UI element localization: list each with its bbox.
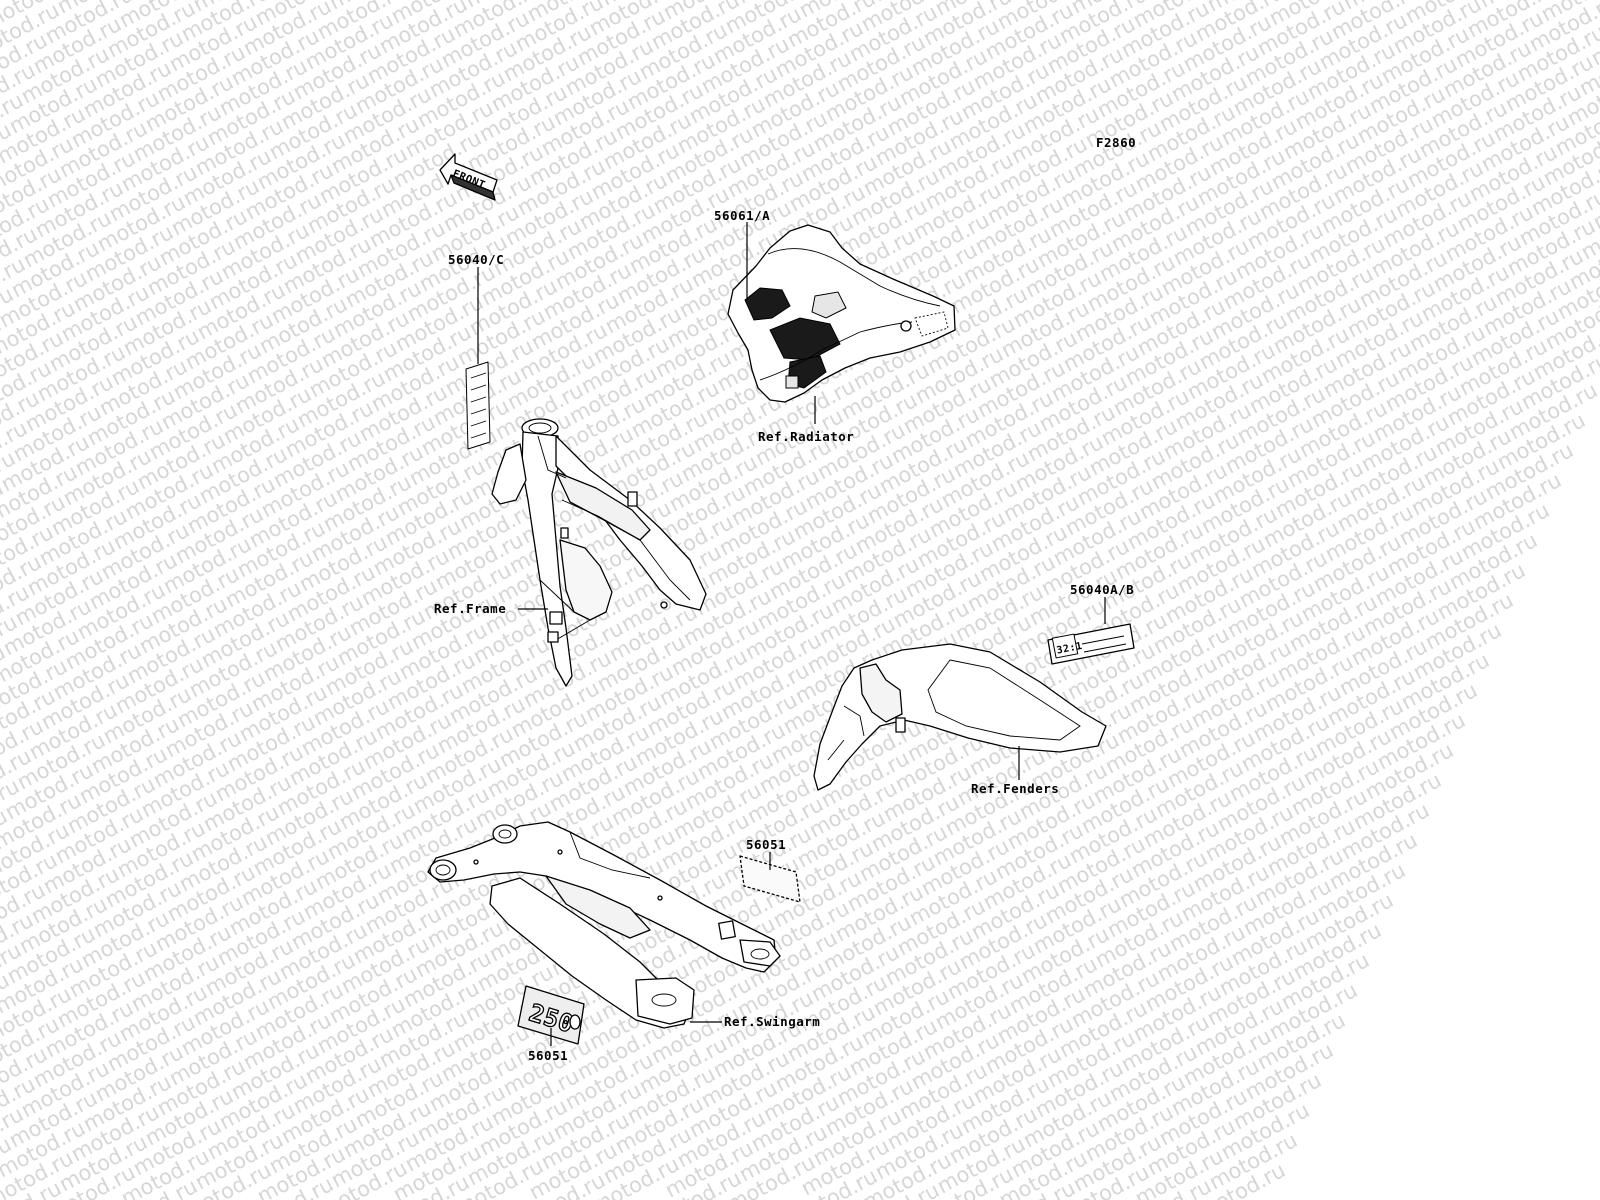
figure-code: F2860: [1096, 135, 1136, 150]
callout-56051-bottom: 56051: [528, 1048, 568, 1063]
callout-56051-top: 56051: [746, 837, 786, 852]
callout-56040AB: 56040A/B: [1070, 582, 1134, 597]
callout-ref-swingarm: Ref.Swingarm: [724, 1014, 820, 1029]
callout-56061A: 56061/A: [714, 208, 770, 223]
callout-ref-fenders: Ref.Fenders: [971, 781, 1059, 796]
callout-ref-radiator: Ref.Radiator: [758, 429, 854, 444]
callout-56040C: 56040/C: [448, 252, 504, 267]
callout-ref-frame: Ref.Frame: [434, 601, 506, 616]
